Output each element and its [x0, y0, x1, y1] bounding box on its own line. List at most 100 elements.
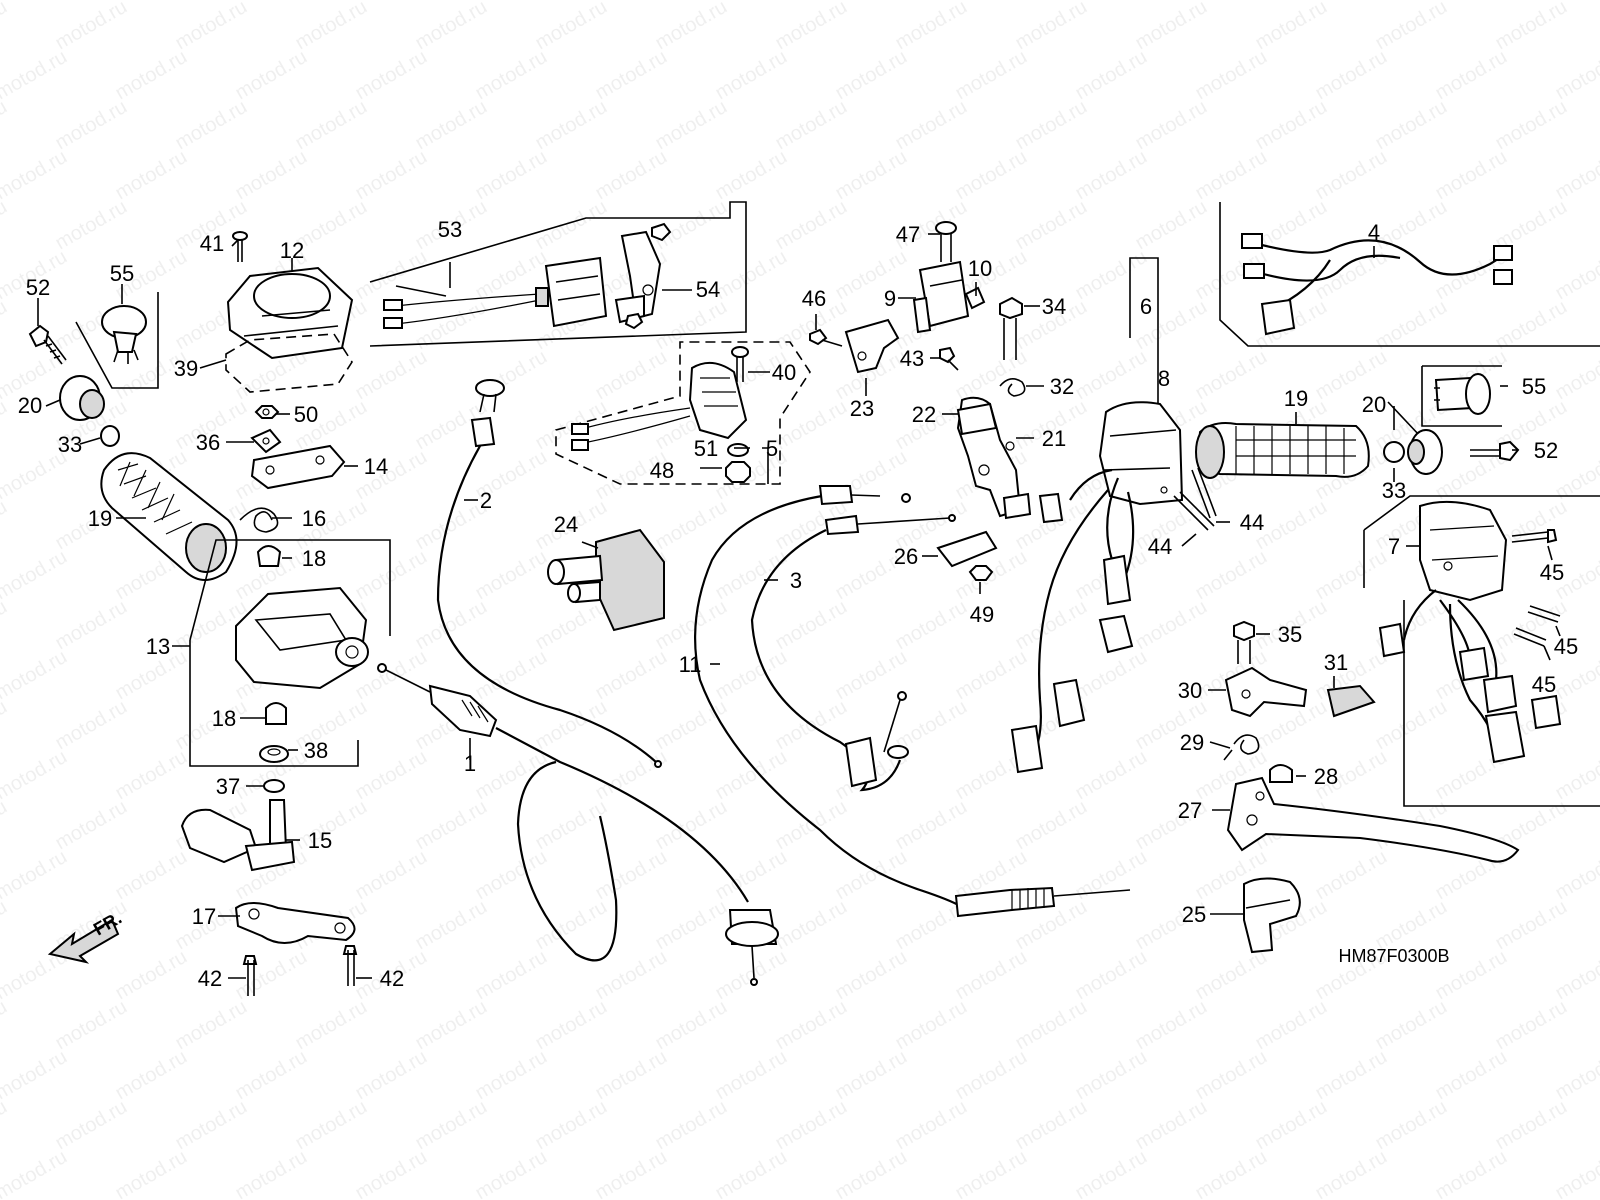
- callout-51: 51: [694, 436, 718, 461]
- callout-47: 47: [896, 222, 920, 247]
- watermark-text: motod.ru: [0, 696, 11, 755]
- watermark-text: motod.ru: [1372, 196, 1451, 255]
- spring-16: [239, 507, 279, 533]
- callout-1: 1: [464, 751, 476, 776]
- watermark-text: motod.ru: [952, 946, 1031, 1005]
- watermark-text: motod.ru: [1192, 46, 1271, 105]
- collar-33-right: [1383, 441, 1405, 463]
- watermark-text: motod.ru: [1192, 1046, 1271, 1105]
- bolt-34: [999, 296, 1023, 360]
- watermark-text: motod.ru: [952, 146, 1031, 205]
- watermark-text: motod.ru: [1432, 1146, 1511, 1200]
- watermark-text: motod.ru: [52, 1196, 131, 1200]
- throttle-housing-13: [189, 539, 391, 767]
- watermark-text: motod.ru: [892, 1096, 971, 1155]
- washer-38: [259, 745, 289, 763]
- switch-5: [571, 361, 748, 451]
- watermark-text: motod.ru: [1312, 246, 1391, 305]
- callout-38: 38: [304, 738, 328, 763]
- watermark-text: motod.ru: [1492, 96, 1571, 155]
- callout-41: 41: [200, 231, 224, 256]
- watermark-text: motod.ru: [532, 896, 611, 955]
- bar-end-weight-20-left: [59, 375, 105, 421]
- callout-8: 8: [1158, 366, 1170, 391]
- watermark-text: motod.ru: [1012, 596, 1091, 655]
- grip-19-left: [100, 452, 238, 581]
- watermark-text: motod.ru: [832, 146, 911, 205]
- watermark-text: motod.ru: [472, 846, 551, 905]
- watermark-text: motod.ru: [412, 596, 491, 655]
- callout-46: 46: [802, 286, 826, 311]
- watermark-text: motod.ru: [652, 1096, 731, 1155]
- watermark-text: motod.ru: [472, 546, 551, 605]
- watermark-text: motod.ru: [112, 746, 191, 805]
- bushing-18-top: [256, 545, 282, 567]
- watermark-text: motod.ru: [0, 46, 71, 105]
- watermark-text: motod.ru: [1372, 1096, 1451, 1155]
- callout-19-right: 19: [1284, 386, 1308, 411]
- watermark-text: motod.ru: [652, 1196, 731, 1200]
- watermark-text: motod.ru: [652, 0, 731, 54]
- watermark-text: motod.ru: [472, 1046, 551, 1105]
- callout-43: 43: [900, 346, 924, 371]
- watermark-text: motod.ru: [232, 946, 311, 1005]
- watermark-text: motod.ru: [112, 846, 191, 905]
- watermark-text: motod.ru: [532, 0, 611, 54]
- callout-36: 36: [196, 430, 220, 455]
- watermark-text: motod.ru: [832, 46, 911, 105]
- watermark-text: motod.ru: [172, 96, 251, 155]
- screw-41: [232, 231, 248, 262]
- watermark-text: motod.ru: [892, 996, 971, 1055]
- watermark-text: motod.ru: [352, 846, 431, 905]
- watermark-text: motod.ru: [0, 746, 71, 805]
- watermark-text: motod.ru: [532, 596, 611, 655]
- watermark-text: motod.ru: [1312, 1146, 1391, 1200]
- callout-10: 10: [968, 256, 992, 281]
- callout-49: 49: [970, 602, 994, 627]
- watermark-text: motod.ru: [892, 1196, 971, 1200]
- bracket-17: [234, 902, 356, 944]
- callout-52-right: 52: [1534, 438, 1558, 463]
- watermark-text: motod.ru: [832, 1046, 911, 1105]
- watermark-text: motod.ru: [1192, 146, 1271, 205]
- bracket-21-22: [956, 396, 1032, 520]
- watermark-text: motod.ru: [1252, 996, 1331, 1055]
- callout-32: 32: [1050, 374, 1074, 399]
- watermark-text: motod.ru: [1192, 546, 1271, 605]
- watermark-text: motod.ru: [1492, 1096, 1571, 1155]
- watermark-text: motod.ru: [892, 96, 971, 155]
- nut-48: [725, 461, 751, 483]
- bracket-54: [614, 222, 672, 330]
- spring-32: [999, 378, 1026, 397]
- connector-10: [964, 286, 986, 310]
- front-direction-arrow-icon: [47, 918, 120, 964]
- callout-16: 16: [302, 506, 326, 531]
- gasket-39: [225, 333, 353, 393]
- watermark-text: motod.ru: [112, 1146, 191, 1200]
- watermark-text: motod.ru: [652, 296, 731, 355]
- watermark-text: motod.ru: [1492, 996, 1571, 1055]
- watermark-text: motod.ru: [412, 1096, 491, 1155]
- spring-29: [1223, 734, 1260, 761]
- watermark-text: motod.ru: [592, 1046, 671, 1105]
- watermark-text: motod.ru: [412, 896, 491, 955]
- watermark-text: motod.ru: [772, 96, 851, 155]
- watermark-text: motod.ru: [772, 0, 851, 54]
- watermark-text: motod.ru: [772, 396, 851, 455]
- watermark-text: motod.ru: [472, 1146, 551, 1200]
- bracket-23: [844, 318, 900, 374]
- watermark-text: motod.ru: [832, 946, 911, 1005]
- callout-31: 31: [1324, 650, 1348, 675]
- watermark-text: motod.ru: [712, 946, 791, 1005]
- seal-37: [263, 779, 285, 793]
- callout-20-left: 20: [18, 393, 42, 418]
- watermark-text: motod.ru: [832, 846, 911, 905]
- watermark-text: motod.ru: [0, 396, 11, 455]
- watermark-text: motod.ru: [472, 946, 551, 1005]
- watermark-text: motod.ru: [1132, 996, 1211, 1055]
- watermark-text: motod.ru: [772, 1196, 851, 1200]
- watermark-text: motod.ru: [892, 0, 971, 54]
- watermark-text: motod.ru: [0, 646, 71, 705]
- watermark-text: motod.ru: [352, 1046, 431, 1105]
